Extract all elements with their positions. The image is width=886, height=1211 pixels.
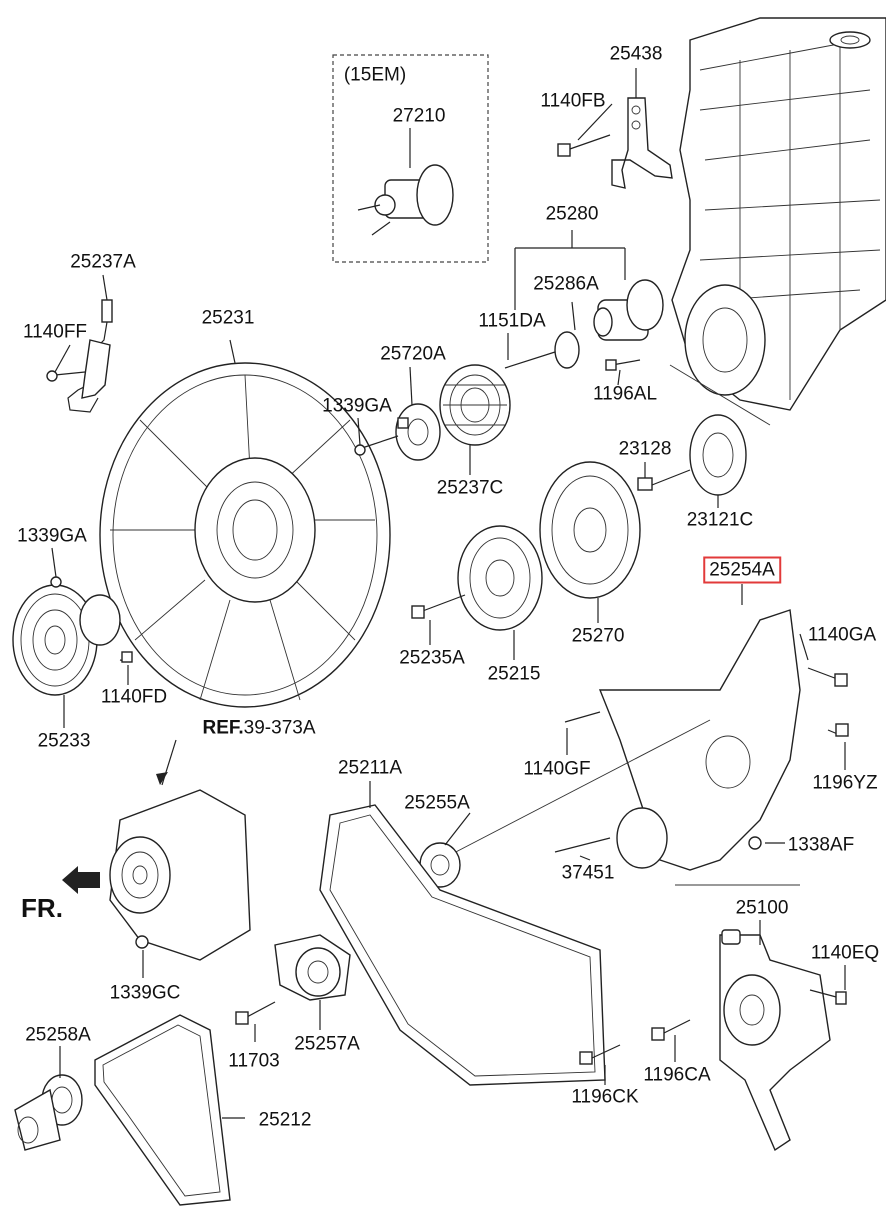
fan-clutch-25233-illustration (12, 576, 133, 696)
reference-code: 39-373A (243, 717, 316, 739)
part-label-11703[interactable]: 11703 (228, 1050, 280, 1072)
part-label-1140gf[interactable]: 1140GF (523, 758, 591, 780)
tensioner-25257a-illustration (235, 934, 351, 1025)
fan-hub-25720a-illustration (354, 403, 441, 461)
part-label-1339ga-left[interactable]: 1339GA (17, 525, 87, 547)
part-label-1196ck[interactable]: 1196CK (571, 1086, 639, 1108)
variant-15em-label: (15EM) (343, 64, 407, 86)
part-label-25215[interactable]: 25215 (487, 663, 541, 685)
reference-label[interactable]: REF.39-373A (202, 719, 315, 738)
engine-block-illustration (671, 17, 886, 411)
part-label-25258a[interactable]: 25258A (25, 1024, 91, 1046)
part-label-25235a[interactable]: 25235A (399, 647, 465, 669)
part-label-1140fd[interactable]: 1140FD (100, 686, 168, 708)
variant-15em-box (332, 54, 489, 263)
front-direction-arrow (62, 866, 100, 894)
part-label-23121c[interactable]: 23121C (686, 509, 754, 531)
front-direction-label: FR. (21, 893, 63, 923)
part-label-25212[interactable]: 25212 (258, 1109, 312, 1131)
part-label-27210[interactable]: 27210 (392, 105, 446, 127)
part-label-25438[interactable]: 25438 (609, 43, 663, 65)
alternator-bracket-25254a-illustration (449, 609, 849, 886)
part-label-25254a-highlighted[interactable]: 25254A (703, 556, 781, 584)
part-label-1339gc[interactable]: 1339GC (109, 982, 181, 1004)
part-label-1140ff[interactable]: 1140FF (22, 321, 88, 343)
pulley-25237c-illustration (439, 364, 511, 446)
crank-pulley-25215-illustration (411, 525, 543, 631)
part-label-1140fb[interactable]: 1140FB (540, 90, 606, 112)
drive-belt-25212-illustration (94, 1014, 231, 1206)
sensor-bracket-1140ff-illustration (46, 299, 113, 413)
part-label-25257a[interactable]: 25257A (294, 1033, 360, 1055)
cooling-fan-25231-illustration (99, 362, 391, 708)
part-label-25286a[interactable]: 25286A (533, 273, 599, 295)
part-label-1140ga[interactable]: 1140GA (807, 624, 877, 646)
part-label-25231[interactable]: 25231 (201, 307, 255, 329)
water-pump-25100-illustration (579, 929, 847, 1152)
part-label-1140eq[interactable]: 1140EQ (810, 942, 880, 964)
part-label-1196al[interactable]: 1196AL (592, 383, 658, 405)
alternator-illustration (109, 739, 251, 961)
part-label-25237a[interactable]: 25237A (70, 251, 136, 273)
tensioner-25258a-illustration (14, 1074, 83, 1151)
leader-lines (51, 68, 846, 1119)
part-label-25100[interactable]: 25100 (735, 897, 789, 919)
damper-pulley-25270-illustration (539, 461, 641, 599)
seal-plate-23121c-illustration (637, 364, 771, 496)
part-label-1196ca[interactable]: 1196CA (643, 1064, 711, 1086)
part-label-25237c[interactable]: 25237C (436, 477, 504, 499)
drive-belt-25211a-illustration (319, 804, 606, 1086)
part-label-23128[interactable]: 23128 (618, 438, 672, 460)
bracket-25438-illustration (557, 97, 673, 189)
part-label-25720a[interactable]: 25720A (380, 343, 446, 365)
part-label-1339ga-top[interactable]: 1339GA (322, 395, 392, 417)
part-label-1338af[interactable]: 1338AF (787, 834, 855, 856)
part-label-25233[interactable]: 25233 (37, 730, 91, 752)
reference-prefix: REF. (202, 717, 244, 739)
part-label-25255a[interactable]: 25255A (404, 792, 470, 814)
vacuum-pump-27210-illustration (357, 164, 454, 236)
vacuum-pump-25280-illustration (504, 230, 664, 371)
part-label-25270[interactable]: 25270 (571, 625, 625, 647)
part-label-37451[interactable]: 37451 (561, 862, 615, 884)
part-label-1196yz[interactable]: 1196YZ (812, 772, 878, 794)
part-label-25280[interactable]: 25280 (545, 203, 599, 225)
part-label-1151da[interactable]: 1151DA (478, 310, 546, 332)
part-label-25211a[interactable]: 25211A (337, 757, 403, 779)
